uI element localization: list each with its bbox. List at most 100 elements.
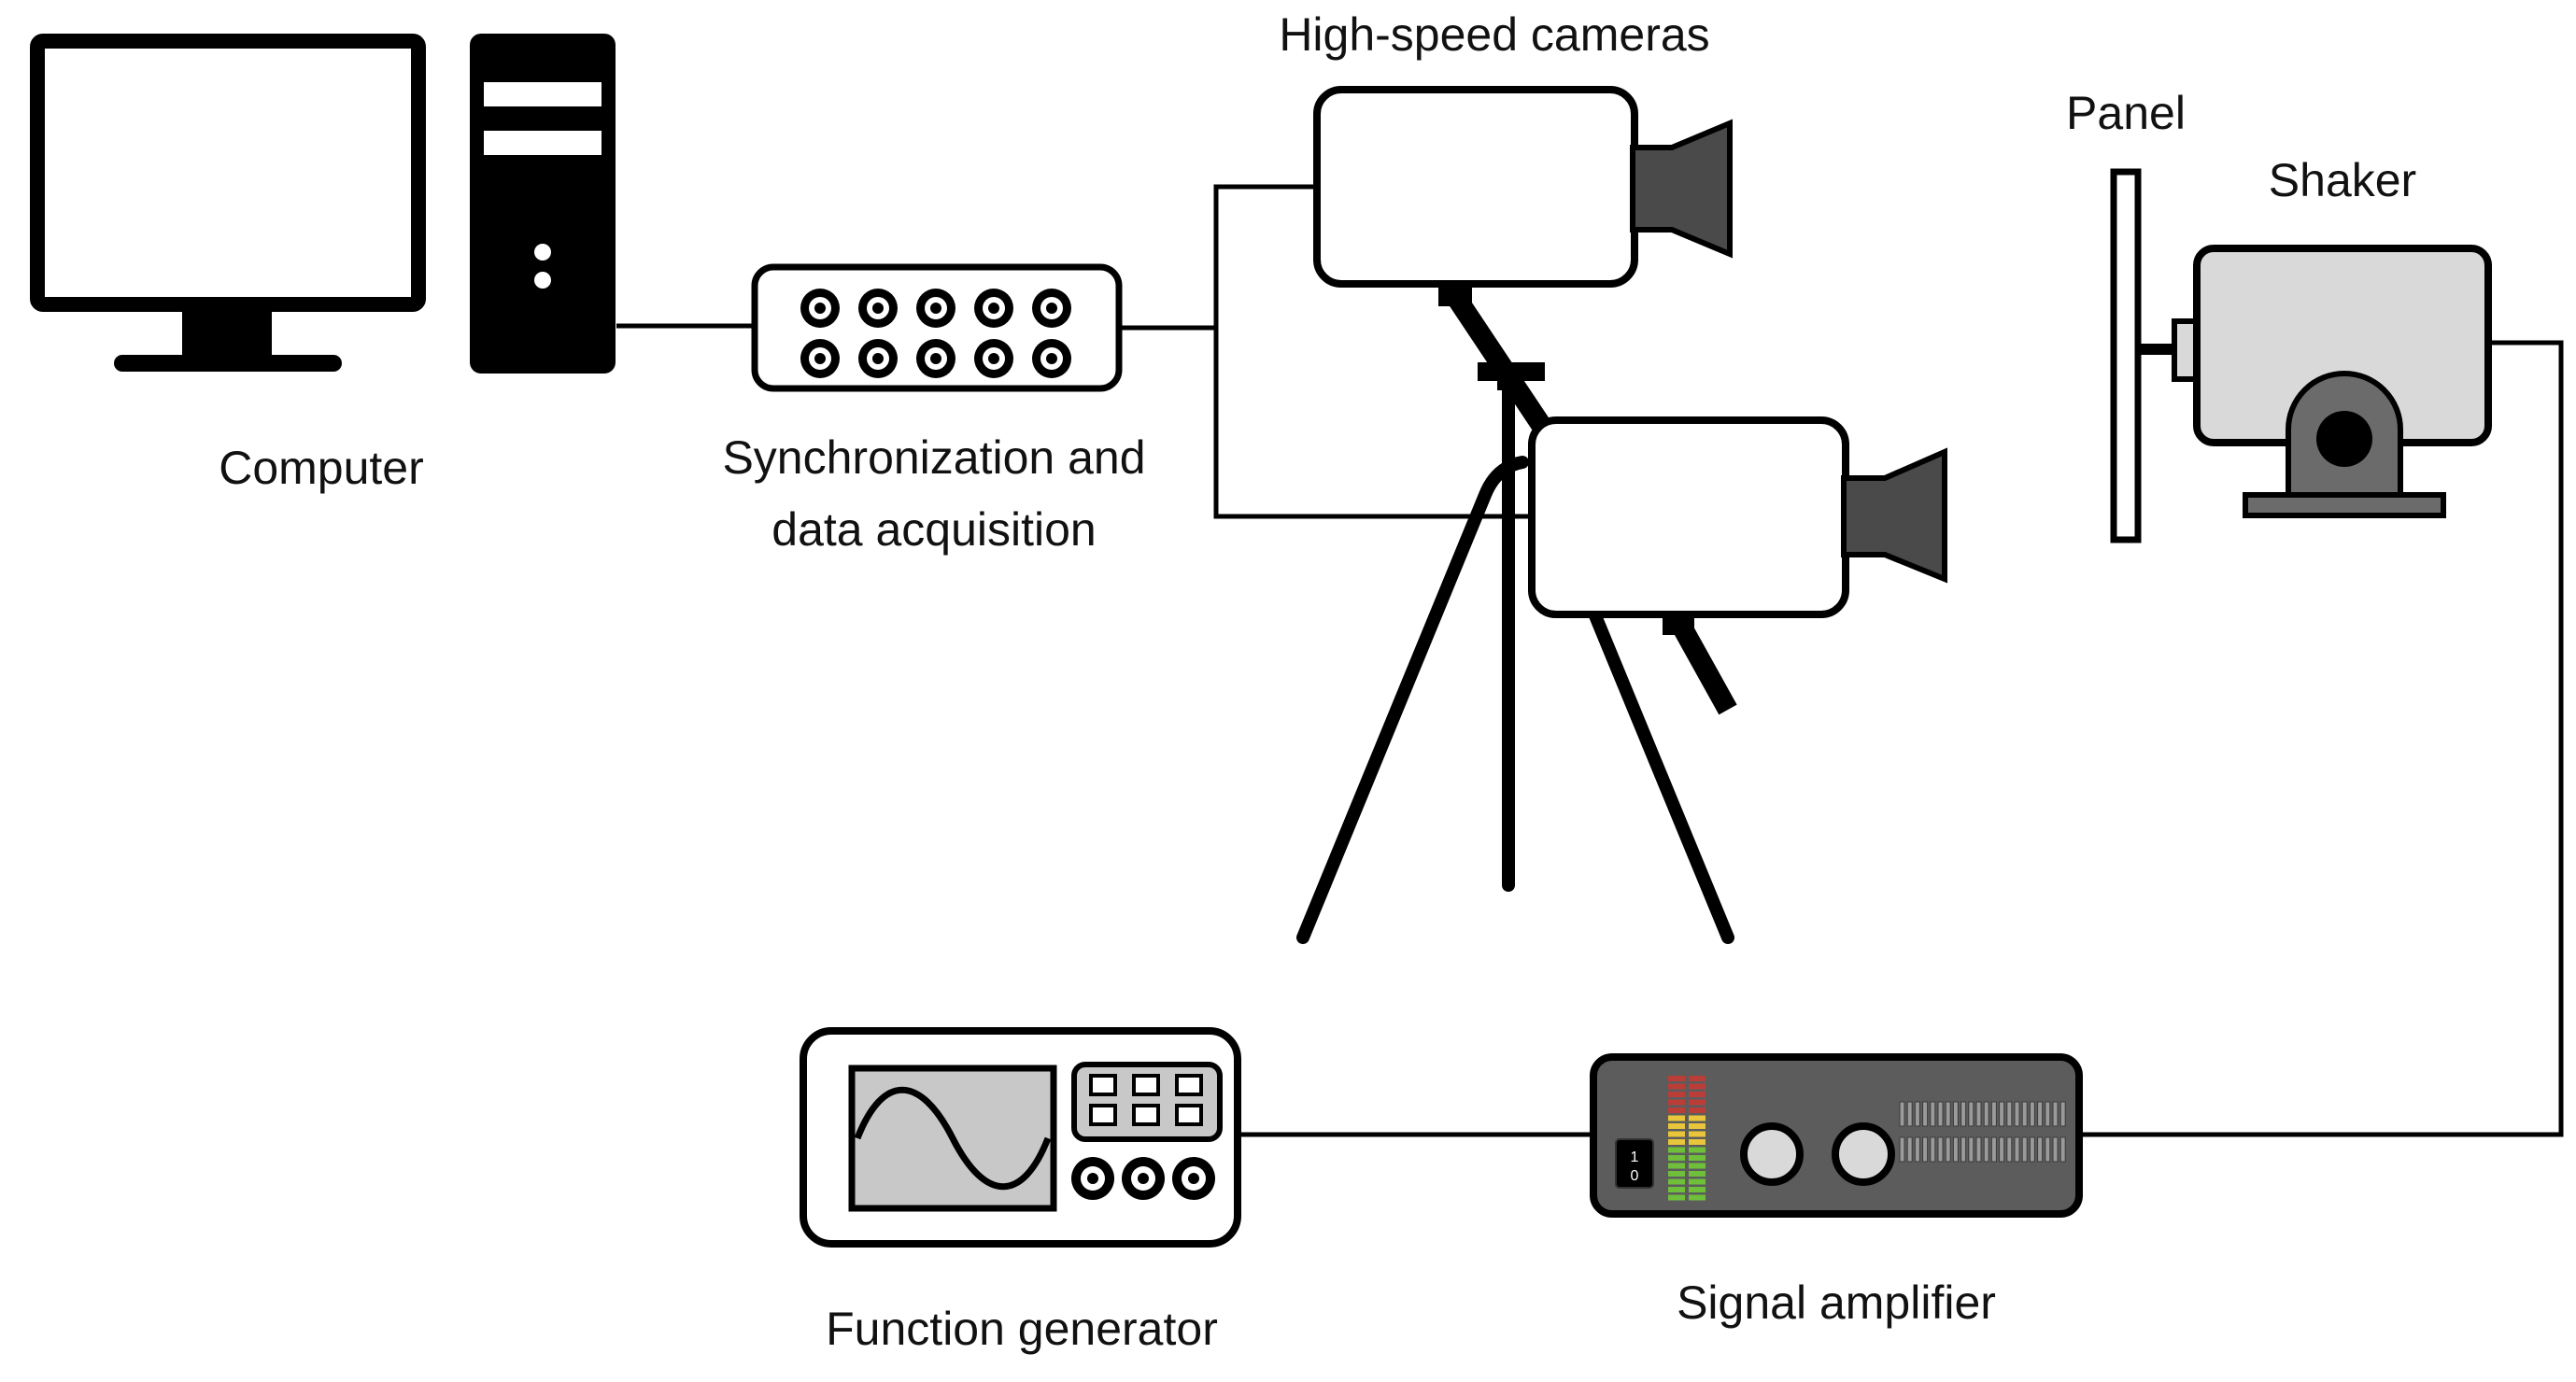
meter-segment — [1668, 1131, 1685, 1137]
meter-segment — [1668, 1147, 1685, 1153]
sync-daq-label-line1: Synchronization and — [722, 431, 1145, 484]
meter-segment — [1668, 1092, 1685, 1097]
generator-knob — [1122, 1157, 1165, 1200]
vent-slot — [1990, 1101, 1997, 1127]
meter-segment — [1689, 1083, 1706, 1090]
meter-segment — [1668, 1155, 1685, 1161]
meter-segment — [1668, 1187, 1685, 1192]
bnc-connector — [858, 289, 898, 328]
bnc-connector — [916, 289, 955, 328]
meter-segment — [1689, 1099, 1706, 1106]
shaker-label: Shaker — [2269, 154, 2416, 206]
meter-segment — [1668, 1076, 1685, 1081]
high-speed-camera-upper — [1313, 86, 1733, 445]
connection-wires — [616, 184, 2564, 1137]
vent-slot — [2045, 1101, 2051, 1127]
shaker-mount — [2243, 371, 2446, 518]
bnc-connector — [1032, 289, 1071, 328]
vent-slot — [2037, 1136, 2044, 1163]
wire-to-lower-camera — [1213, 328, 1532, 519]
camera-lens-upper — [1630, 119, 1733, 259]
generator-button — [1132, 1074, 1160, 1096]
meter-segment — [1668, 1163, 1685, 1169]
meter-segment — [1668, 1083, 1685, 1090]
meter-segment — [1689, 1147, 1706, 1153]
vent-slot — [2052, 1136, 2059, 1163]
meter-segment — [1668, 1139, 1685, 1145]
level-meter — [1668, 1076, 1706, 1201]
meter-segment — [1689, 1194, 1706, 1201]
vent-slot — [1937, 1101, 1944, 1127]
vent-slot — [1983, 1101, 1989, 1127]
monitor — [30, 34, 426, 372]
vent-slot — [1906, 1136, 1913, 1163]
wire-to-upper-camera — [1213, 184, 1317, 328]
meter-segment — [1689, 1139, 1706, 1145]
vent-slot — [2037, 1101, 2044, 1127]
power-switch-off-mark: 0 — [1631, 1168, 1639, 1184]
vent-slot — [1999, 1136, 2005, 1163]
synchronization-daq-unit: Synchronization and data acquisition — [722, 263, 1146, 556]
panel-label: Panel — [2066, 87, 2186, 139]
meter-segment — [1689, 1123, 1706, 1129]
vent-slot — [2029, 1136, 2035, 1163]
meter-segment — [1689, 1092, 1706, 1097]
meter-segment — [1689, 1107, 1706, 1113]
meter-segment — [1689, 1178, 1706, 1185]
vent-slot — [1899, 1101, 1905, 1127]
pc-tower — [470, 34, 616, 374]
vent-slot — [1945, 1101, 1951, 1127]
vent-slot — [2014, 1101, 2020, 1127]
vent-slot — [1999, 1101, 2005, 1127]
vent-slot — [1968, 1101, 1974, 1127]
generator-button — [1132, 1104, 1160, 1126]
vent-slot — [1899, 1136, 1905, 1163]
computer: Computer — [30, 34, 616, 494]
vent-slot — [1990, 1136, 1997, 1163]
vent-slot — [1983, 1136, 1989, 1163]
sine-wave-icon — [854, 1086, 1052, 1191]
generator-button — [1089, 1074, 1117, 1096]
shaker: Shaker — [2137, 154, 2492, 518]
meter-segment — [1668, 1171, 1685, 1177]
power-switch: 1 0 — [1615, 1138, 1654, 1189]
bnc-connector — [974, 339, 1013, 378]
signal-amplifier: 1 0 Signal amplifier — [1590, 1053, 2083, 1329]
power-switch-on-mark: 1 — [1631, 1149, 1639, 1165]
wire-amplifier-to-shaker — [2079, 340, 2564, 1137]
vent-slot — [2021, 1136, 2028, 1163]
function-generator: Function generator — [800, 1027, 1241, 1355]
vent-slot — [1952, 1136, 1959, 1163]
meter-segment — [1668, 1123, 1685, 1129]
generator-button — [1175, 1104, 1203, 1126]
generator-knob — [1172, 1157, 1215, 1200]
vent-slot — [1922, 1101, 1929, 1127]
bnc-connector — [916, 339, 955, 378]
vent-slot — [2029, 1101, 2035, 1127]
generator-buttons — [1089, 1074, 1203, 1126]
high-speed-camera-lower — [1528, 416, 1947, 715]
vent-slot — [2014, 1136, 2020, 1163]
bnc-connector — [974, 289, 1013, 328]
vent-slot — [1930, 1101, 1936, 1127]
meter-segment — [1689, 1131, 1706, 1137]
daq-bnc-connectors — [800, 289, 1071, 378]
meter-segment — [1668, 1194, 1685, 1201]
vent-slot — [1937, 1136, 1944, 1163]
panel: Panel — [2066, 87, 2186, 543]
vent-slot — [1906, 1101, 1913, 1127]
sync-daq-label-line2: data acquisition — [771, 503, 1096, 556]
vent-slot — [1952, 1101, 1959, 1127]
meter-segment — [1668, 1178, 1685, 1185]
meter-segment — [1668, 1115, 1685, 1121]
meter-segment — [1668, 1099, 1685, 1106]
vent-slot — [1975, 1101, 1982, 1127]
generator-knobs — [1071, 1157, 1215, 1200]
bnc-connector — [1032, 339, 1071, 378]
vent-slot — [2052, 1101, 2059, 1127]
meter-segment — [1668, 1107, 1685, 1113]
meter-segment — [1689, 1163, 1706, 1169]
vent-slot — [2059, 1101, 2066, 1127]
amplifier-knob-right — [1832, 1122, 1895, 1186]
